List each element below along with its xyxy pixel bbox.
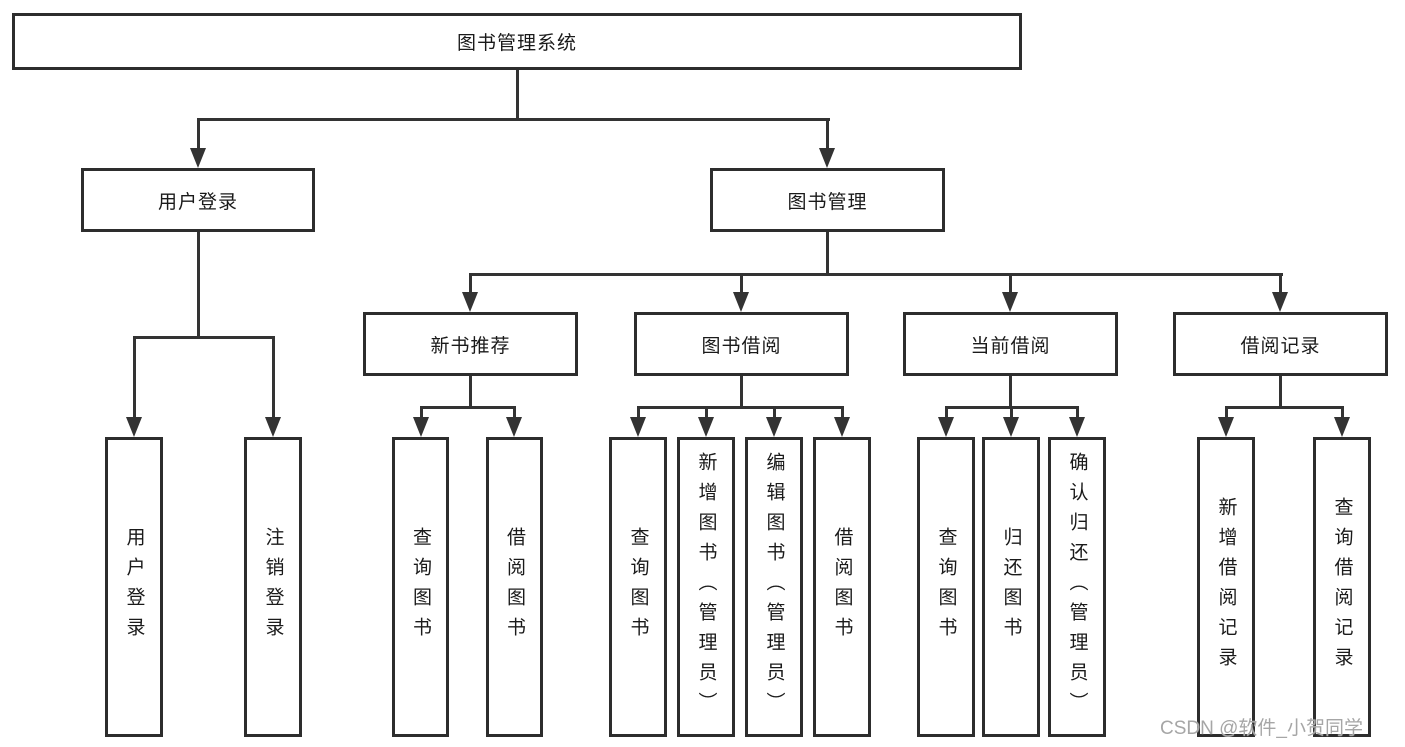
connector-stem-leaf (637, 406, 640, 418)
connector-stem-borrow-records (1279, 273, 1282, 293)
connector-stem-leaf (841, 406, 844, 418)
node-label: 归还图书 (1000, 527, 1022, 647)
connector-stem-leaf (945, 406, 948, 418)
node-leaf-user-login: 用户登录 (105, 437, 163, 737)
arrow-down-icon (126, 417, 142, 437)
node-book-management: 图书管理 (710, 168, 945, 232)
node-new-book-recommend: 新书推荐 (363, 312, 578, 376)
connector-userlogin-vline (197, 232, 200, 336)
node-label: 图书管理 (787, 191, 868, 213)
node-label: 注销登录 (262, 527, 284, 647)
connector-bookmgmt-vline (826, 232, 829, 273)
connector-stem-leaf (420, 406, 423, 418)
connector-stem-leaf (1076, 406, 1079, 418)
arrow-down-icon (938, 417, 954, 437)
arrow-down-icon (1218, 417, 1234, 437)
connector-stem-new-book (469, 273, 472, 293)
connector-newbook-vline (469, 376, 472, 406)
connector-bookborrow-vline (740, 376, 743, 406)
arrow-down-icon (834, 417, 850, 437)
node-label: 用户登录 (123, 527, 145, 647)
node-root-library-system: 图书管理系统 (12, 13, 1022, 70)
node-label: 新增图书（管理员） (695, 452, 717, 722)
node-label: 查询图书 (627, 527, 649, 647)
arrow-down-icon (1272, 292, 1288, 312)
node-leaf-query-book: 查询图书 (917, 437, 975, 737)
connector-stem-book-mgmt (826, 118, 829, 150)
connector-currentborrow-vline (1009, 376, 1012, 406)
node-label: 借阅图书 (504, 527, 525, 647)
connector-root-hline (197, 118, 830, 121)
connector-stem-leaf (133, 336, 136, 418)
node-leaf-edit-book-admin: 编辑图书（管理员） (745, 437, 803, 737)
node-label: 查询图书 (410, 527, 431, 647)
node-label: 当前借阅 (970, 335, 1051, 357)
connector-stem-current-borrow (1009, 273, 1012, 293)
connector-stem-leaf (1010, 406, 1013, 418)
connector-stem-book-borrow (740, 273, 743, 293)
node-current-borrow: 当前借阅 (903, 312, 1118, 376)
node-label: 借阅图书 (831, 527, 853, 647)
arrow-down-icon (819, 148, 835, 168)
node-label: 新增借阅记录 (1215, 497, 1237, 677)
arrow-down-icon (1003, 417, 1019, 437)
node-book-borrow: 图书借阅 (634, 312, 849, 376)
connector-stem-leaf (513, 406, 516, 418)
arrow-down-icon (265, 417, 281, 437)
node-label: 编辑图书（管理员） (763, 452, 785, 722)
connector-stem-leaf (1341, 406, 1344, 418)
node-leaf-return-book: 归还图书 (982, 437, 1040, 737)
connector-root-vline (516, 70, 519, 118)
connector-stem-leaf (1225, 406, 1228, 418)
arrow-down-icon (462, 292, 478, 312)
node-label: 借阅记录 (1240, 335, 1321, 357)
node-leaf-add-borrow-record: 新增借阅记录 (1197, 437, 1255, 737)
node-leaf-confirm-return-admin: 确认归还（管理员） (1048, 437, 1106, 737)
connector-stem-leaf (272, 336, 275, 418)
arrow-down-icon (630, 417, 646, 437)
node-label: 查询图书 (935, 527, 957, 647)
node-leaf-query-book: 查询图书 (392, 437, 449, 737)
arrow-down-icon (1334, 417, 1350, 437)
connector-bookborrow-hline (637, 406, 843, 409)
node-label: 查询借阅记录 (1331, 497, 1353, 677)
node-leaf-query-borrow-record: 查询借阅记录 (1313, 437, 1371, 737)
connector-userlogin-hline (133, 336, 275, 339)
arrow-down-icon (506, 417, 522, 437)
node-label: 用户登录 (157, 191, 238, 213)
node-label: 图书管理系统 (456, 33, 577, 54)
connector-records-vline (1279, 376, 1282, 406)
connector-stem-leaf (705, 406, 708, 418)
node-user-login: 用户登录 (81, 168, 315, 232)
node-label: 新书推荐 (430, 335, 511, 357)
node-label: 图书借阅 (701, 335, 782, 357)
connector-records-hline (1225, 406, 1343, 409)
arrow-down-icon (1069, 417, 1085, 437)
arrow-down-icon (190, 148, 206, 168)
node-leaf-add-book-admin: 新增图书（管理员） (677, 437, 735, 737)
arrow-down-icon (413, 417, 429, 437)
csdn-watermark: CSDN @软件_小贺同学 (1160, 718, 1363, 739)
arrow-down-icon (733, 292, 749, 312)
connector-stem-user-login (197, 118, 200, 150)
connector-stem-leaf (773, 406, 776, 418)
node-leaf-borrow-book: 借阅图书 (486, 437, 543, 737)
arrow-down-icon (698, 417, 714, 437)
node-leaf-query-book: 查询图书 (609, 437, 667, 737)
node-leaf-logout: 注销登录 (244, 437, 302, 737)
connector-newbook-hline (420, 406, 516, 409)
arrow-down-icon (766, 417, 782, 437)
node-borrow-records: 借阅记录 (1173, 312, 1388, 376)
connector-bookmgmt-hline (469, 273, 1283, 276)
node-label: 确认归还（管理员） (1066, 452, 1088, 722)
node-leaf-borrow-book: 借阅图书 (813, 437, 871, 737)
arrow-down-icon (1002, 292, 1018, 312)
